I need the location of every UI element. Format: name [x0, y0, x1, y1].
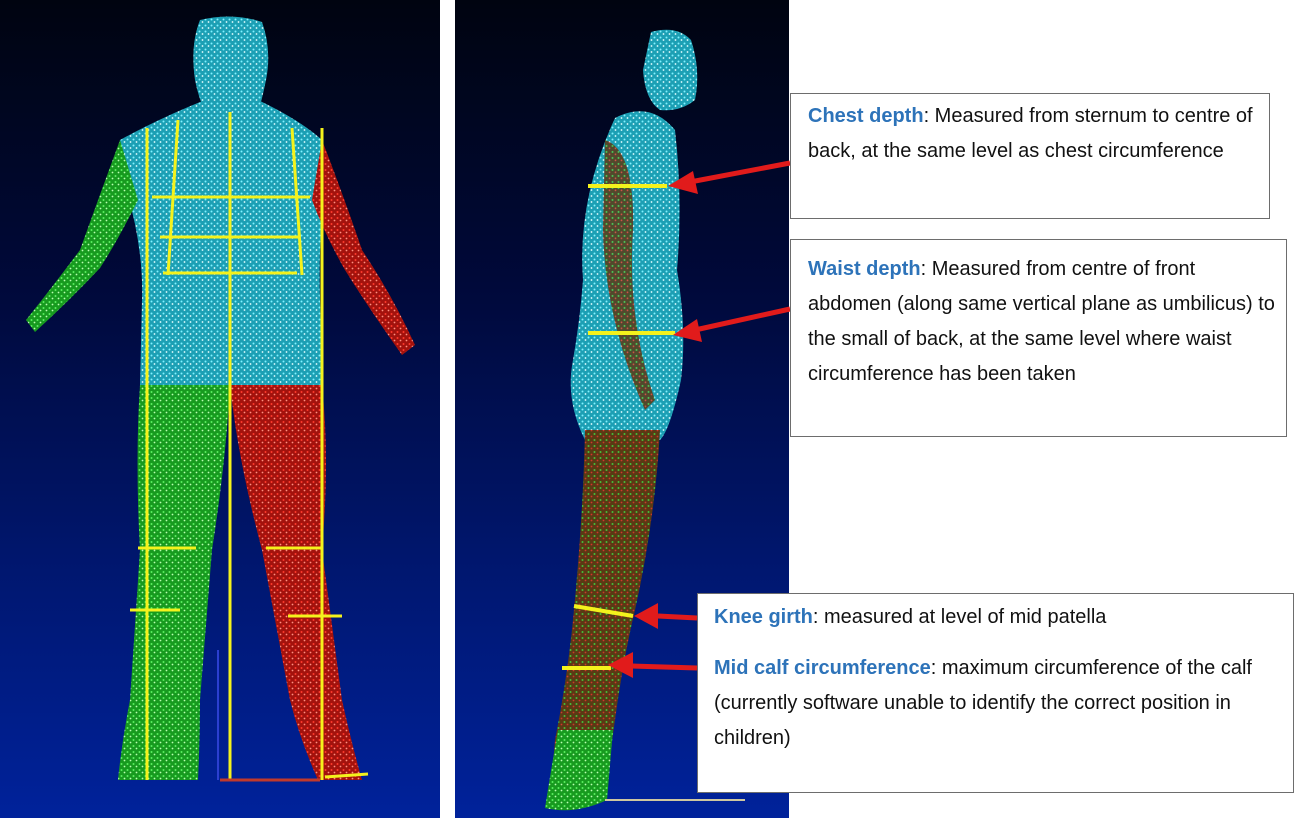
waist-depth-callout: Waist depth: Measured from centre of fro…	[790, 239, 1287, 437]
chest-depth-description: Chest depth: Measured from sternum to ce…	[808, 99, 1259, 169]
mid-calf-description: Mid calf circumference: maximum circumfe…	[714, 651, 1283, 756]
knee-girth-description: Knee girth: measured at level of mid pat…	[714, 600, 1283, 635]
mid-calf-term: Mid calf circumference	[714, 657, 931, 679]
knee-girth-text: : measured at level of mid patella	[813, 606, 1107, 628]
knee-girth-term: Knee girth	[714, 606, 813, 628]
waist-depth-description: Waist depth: Measured from centre of fro…	[808, 252, 1276, 392]
knee-calf-callout: Knee girth: measured at level of mid pat…	[697, 593, 1294, 793]
chest-depth-callout: Chest depth: Measured from sternum to ce…	[790, 93, 1270, 219]
waist-depth-term: Waist depth	[808, 258, 921, 280]
chest-depth-term: Chest depth	[808, 105, 924, 127]
